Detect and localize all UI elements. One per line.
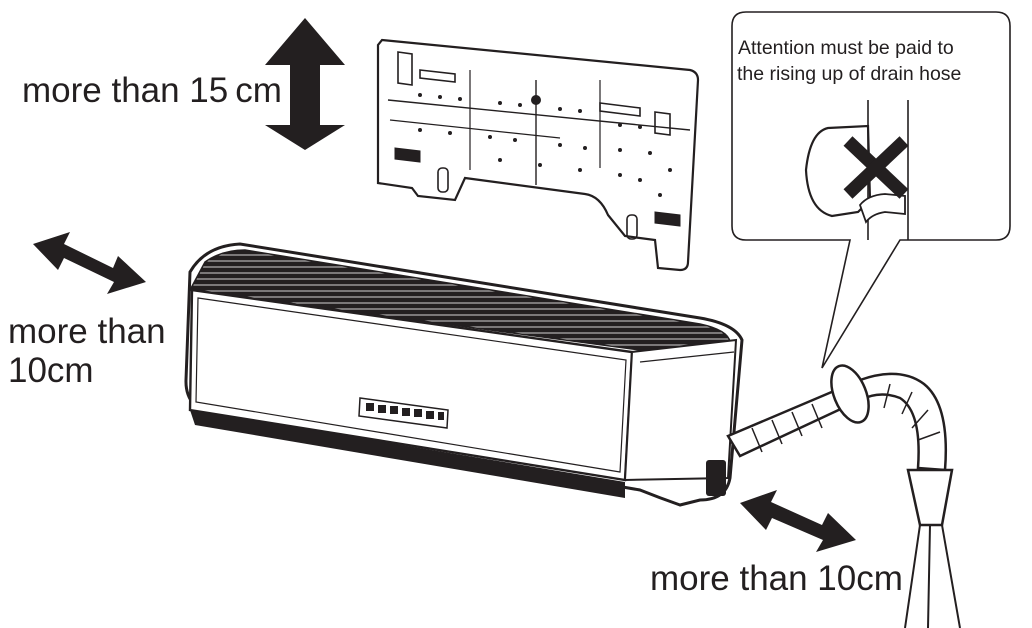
drain-hose (726, 364, 961, 628)
left-clearance-label-line2: 10cm (8, 351, 94, 390)
vertical-double-arrow-icon (265, 18, 345, 150)
callout-bubble (731, 11, 1011, 369)
cross-mark-icon (843, 136, 909, 199)
mounting-plate (376, 38, 700, 272)
bottom-clearance-label: more than 10cm (650, 559, 903, 598)
left-clearance-label-line1: more than (8, 312, 166, 351)
callout-text-line2: the rising up of drain hose (737, 63, 962, 85)
top-clearance-label: more than 15 cm (22, 71, 282, 110)
bottom-diagonal-double-arrow-icon (740, 490, 856, 552)
indoor-unit (184, 242, 744, 507)
callout-text-line1: Attention must be paid to (738, 37, 954, 59)
left-diagonal-double-arrow-icon (33, 232, 146, 294)
mounting-plate-holes (418, 93, 672, 197)
